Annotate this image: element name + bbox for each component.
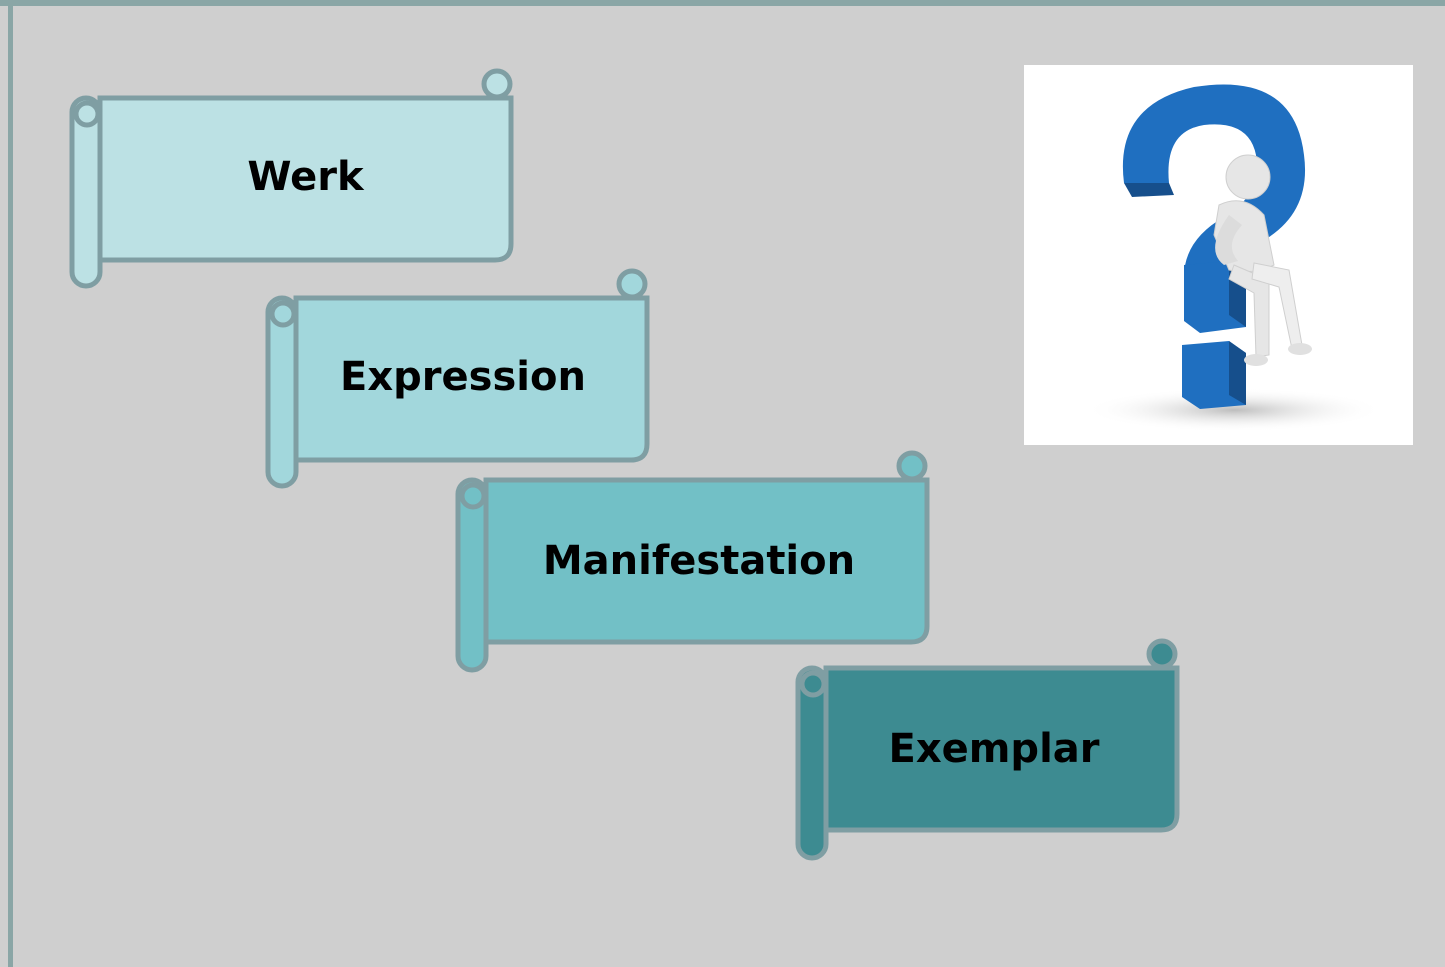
scroll-left-curl (799, 670, 827, 698)
scroll-right-curl (481, 68, 513, 100)
scroll-shape (795, 638, 1180, 861)
figure-head (1225, 154, 1271, 200)
figure-foot-right (1288, 343, 1312, 355)
scroll-left-curl (269, 300, 297, 328)
scroll-right-curl (616, 268, 648, 300)
frame-left-border (8, 0, 13, 967)
question-mark-figure-illustration (1024, 65, 1413, 445)
scroll-left-roll (455, 477, 489, 673)
scroll-shape (265, 268, 650, 489)
scroll-body (97, 95, 514, 263)
scroll-right-curl (896, 450, 928, 482)
floor-shadow (1084, 388, 1384, 432)
scroll-left-curl (73, 100, 101, 128)
question-mark-hook (1122, 84, 1306, 280)
frame-top-border (0, 0, 1445, 6)
question-mark-hook-side (1124, 183, 1174, 197)
scroll-shape (455, 450, 930, 673)
scroll-body (483, 477, 930, 645)
scroll-left-curl (459, 482, 487, 510)
scroll-left-roll (265, 295, 299, 489)
scroll-right-curl (1146, 638, 1178, 670)
scroll-body (823, 665, 1180, 833)
scroll-shape (69, 68, 514, 289)
scroll-exemplar: Exemplar (795, 638, 1182, 862)
scroll-label-manifestation: Manifestation (542, 538, 856, 584)
scroll-label-expression: Expression (340, 354, 586, 400)
scroll-label-werk: Werk (247, 154, 364, 200)
scroll-left-roll (69, 95, 103, 289)
question-mark-dot-side (1229, 341, 1246, 405)
figure-foot-left (1244, 354, 1268, 366)
scroll-left-roll (795, 665, 829, 861)
scroll-label-exemplar: Exemplar (888, 726, 1100, 772)
scroll-werk: Werk (69, 68, 516, 292)
scroll-manifestation: Manifestation (455, 450, 932, 674)
thinking-person-on-question-mark-icon (1084, 84, 1384, 432)
figure-arm (1215, 215, 1242, 265)
scroll-expression: Expression (265, 268, 652, 492)
scroll-body (293, 295, 650, 463)
